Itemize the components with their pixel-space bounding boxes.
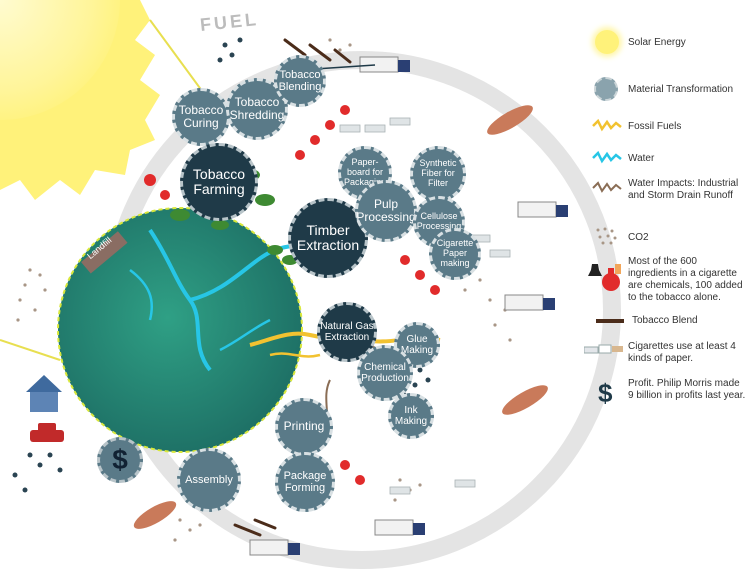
- house-icon: [26, 375, 62, 412]
- natural-gas-node: Natural Gas Extraction: [317, 302, 377, 362]
- ink-making-label: Ink Making: [394, 405, 428, 427]
- tobacco-curing-node: Tobacco Curing: [172, 88, 230, 146]
- package-forming-label: Package Forming: [283, 469, 327, 494]
- runoff-icon: [592, 181, 622, 193]
- timber-extraction-node: Timber Extraction: [288, 198, 368, 278]
- legend-paper: Cigarettes use at least 4 kinds of paper…: [628, 341, 736, 364]
- legend-solar: Solar Energy: [628, 37, 686, 48]
- paper-stacks: [339, 117, 511, 495]
- co2-icon: [596, 227, 617, 245]
- tobacco-blend-icon: [596, 319, 624, 323]
- pulp-processing-node: Pulp Processing: [355, 180, 417, 242]
- tobacco-shredding-label: Tobacco Shredding: [229, 94, 285, 122]
- truck-icon: [517, 201, 568, 218]
- timber-extraction-label: Timber Extraction: [296, 221, 360, 253]
- ship-icon: [487, 105, 533, 135]
- tobacco-blending-label: Tobacco Blending: [278, 68, 322, 93]
- chemical-flasks: [144, 105, 440, 485]
- tobacco-curing-label: Tobacco Curing: [178, 102, 224, 130]
- assembly-node: Assembly: [177, 448, 241, 512]
- ship-icon: [502, 385, 548, 415]
- tobacco-blending-node: Tobacco Blending: [274, 55, 326, 107]
- legend-water-impacts: Water Impacts: Industrial and Storm Drai…: [628, 178, 739, 201]
- fossil-fuel-icon: [592, 118, 622, 132]
- dollar-symbol: $: [112, 443, 128, 475]
- truck-icon: [374, 519, 425, 536]
- synthetic-fiber-node: Synthetic Fiber for Filter: [410, 146, 466, 202]
- legend-chemicals: Most of the 600 ingredients in a cigaret…: [628, 256, 743, 303]
- chemical-production-node: Chemical Production: [357, 345, 413, 401]
- legend-fossil: Fossil Fuels: [628, 121, 682, 132]
- tobacco-blend-sticks: [233, 38, 352, 537]
- glue-making-label: Glue Making: [400, 334, 434, 356]
- water-river: [129, 269, 271, 352]
- printing-node: Printing: [275, 398, 333, 456]
- cigarette-paper-label: Cigarette Paper making: [436, 238, 474, 268]
- cellulose-processing-label: Cellulose Processing: [416, 211, 462, 231]
- truck-icon: [359, 56, 410, 73]
- profit-dollar-badge: $: [97, 437, 143, 483]
- landfill-sign: [81, 231, 128, 274]
- legend-profit: Profit. Philip Morris made 9 billion in …: [628, 378, 746, 401]
- legend-tobacco-blend: Tobacco Blend: [632, 315, 698, 326]
- synthetic-fiber-label: Synthetic Fiber for Filter: [419, 158, 457, 188]
- legend-material: Material Transformation: [628, 84, 734, 95]
- truck-icon: [249, 539, 300, 556]
- chemical-production-label: Chemical Production: [361, 362, 409, 384]
- truck-icon: [504, 294, 555, 311]
- earth-globe: [57, 207, 303, 453]
- dollar-icon: $: [598, 378, 613, 408]
- ink-making-node: Ink Making: [388, 393, 434, 439]
- sun-ray: [0, 339, 61, 361]
- package-forming-node: Package Forming: [275, 452, 335, 512]
- ship-icon: [133, 501, 177, 529]
- sun-graphic: [0, 0, 160, 200]
- legend-co2: CO2: [628, 232, 649, 243]
- legend-water: Water: [628, 153, 655, 164]
- paperboard-label: Paper-board for Packaging: [343, 157, 387, 187]
- tobacco-farming-node: Tobacco Farming: [180, 143, 258, 221]
- pulp-processing-label: Pulp Processing: [356, 196, 416, 224]
- material-transformation-icon: [594, 77, 618, 101]
- water-icon: [592, 150, 622, 164]
- tobacco-farming-label: Tobacco Farming: [192, 165, 246, 197]
- cigarette-paper-node: Cigarette Paper making: [429, 228, 481, 280]
- paper-icon: [584, 344, 623, 354]
- natural-gas-label: Natural Gas Extraction: [320, 321, 374, 343]
- assembly-label: Assembly: [185, 473, 233, 486]
- chemical-flask-icon: [588, 264, 621, 291]
- car-icon: [30, 423, 64, 442]
- printing-label: Printing: [283, 419, 325, 434]
- fossil-fuel-stream: [269, 352, 321, 358]
- sun-ray: [149, 19, 206, 96]
- sun-icon: [595, 30, 619, 54]
